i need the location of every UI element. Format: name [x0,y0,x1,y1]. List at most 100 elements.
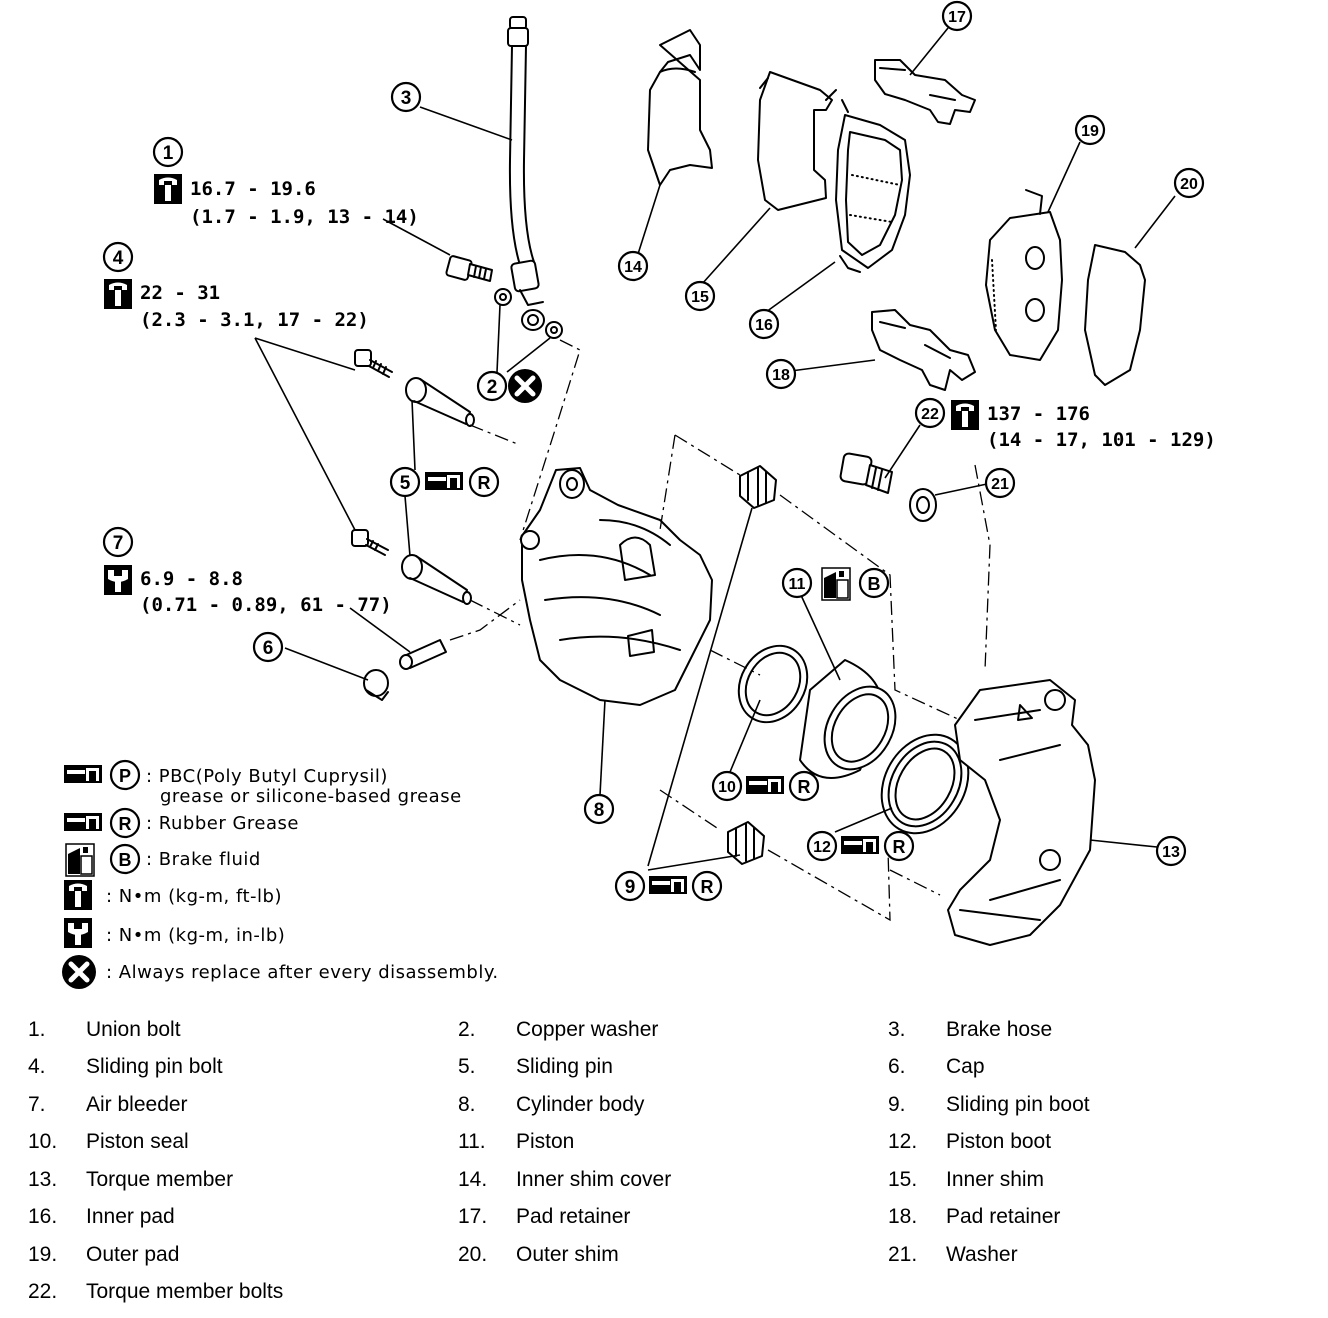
callout-4-number: 4 [113,248,124,269]
part-item: 16. Inner pad [28,1205,458,1229]
grease-icon [746,776,784,794]
sliding-pin-bolt-drawing [351,349,393,556]
callout-4-torque-alt: (2.3 - 3.1, 17 - 22) [140,309,369,331]
legend-torque-inlb: : N•m (kg-m, in-lb) [64,918,285,948]
callout-20: 20 [1173,167,1205,199]
part-item: 12. Piston boot [888,1130,1318,1154]
parts-row: 1.Union bolt 2.Copper washer 3.Brake hos… [28,1011,1318,1049]
air-bleeder-drawing [363,639,447,701]
grease-icon [649,876,687,894]
callout-10: 10 R [711,770,820,802]
part-item: 10.Piston seal [28,1130,458,1154]
callout-7-torque-alt: (0.71 - 0.89, 61 - 77) [140,594,392,616]
callout-21: 21 [984,467,1016,499]
torque-wrench-icon [104,279,132,309]
part-name: Outer shim [516,1242,619,1266]
part-item: 5. Sliding pin [458,1055,888,1079]
part-name: Cap [946,1055,985,1079]
part-item: 13.Torque member [28,1168,458,1192]
union-bolt-drawing [445,255,493,282]
part-item: 4.Sliding pin bolt [28,1055,458,1079]
rubber-grease-symbol: R [701,877,714,897]
callout-11-number: 11 [789,576,806,593]
grease-icon [64,765,102,783]
callout-2-number: 2 [487,377,498,398]
callout-22: 22 137 - 176 (14 - 17, 101 - 129) [914,397,1216,451]
part-number: 9. [888,1092,906,1116]
legend: P : PBC(Poly Butyl Cuprysil) grease or s… [62,759,498,989]
legend-torque-in-text: : N•m (kg-m, in-lb) [106,925,285,946]
part-item: 7.Air bleeder [28,1093,458,1117]
part-number: 22. [28,1280,58,1304]
callout-22-torque-alt: (14 - 17, 101 - 129) [987,429,1216,451]
parts-row: 16. Inner pad 17.Pad retainer 18.Pad reta… [28,1199,1318,1237]
callout-7: 7 6.9 - 8.8 (0.71 - 0.89, 61 - 77) [102,526,392,616]
torque-wrench-icon [154,174,182,204]
grease-icon [841,836,879,854]
parts-row: 4.Sliding pin bolt 5.Sliding pin 6.Cap [28,1049,1318,1087]
callout-3-number: 3 [401,88,412,109]
piston-boot-drawing [880,733,970,835]
part-name: Outer pad [86,1242,180,1266]
callout-1-number: 1 [163,143,174,164]
part-name: Inner pad [86,1205,175,1229]
part-item: 11.Piston [458,1130,888,1154]
parts-row: 19.Outer pad 20.Outer shim 21.Washer [28,1236,1318,1274]
part-number: 16. [28,1205,58,1229]
rubber-grease-symbol: R [478,473,491,493]
leader-lines [254,27,1176,871]
part-number: 21. [888,1242,918,1266]
outer-shim-drawing [1084,244,1146,386]
parts-list: 1.Union bolt 2.Copper washer 3.Brake hos… [28,1011,1318,1311]
callout-21-number: 21 [991,476,1009,493]
callout-16: 16 [748,308,780,340]
part-name: Piston seal [86,1130,189,1154]
part-item: 1.Union bolt [28,1018,458,1042]
legend-fluid-text: : Brake fluid [146,849,261,870]
legend-pbc-line2: grease or silicone-based grease [160,786,462,807]
part-item: 18.Pad retainer [888,1205,1318,1229]
part-item: 17.Pad retainer [458,1205,888,1229]
part-name: Piston boot [946,1130,1052,1154]
callout-6: 6 [252,631,284,663]
callout-17-number: 17 [948,9,966,26]
part-number: 15. [888,1167,918,1191]
parts-row: 7.Air bleeder 8.Cylinder body 9.Sliding … [28,1086,1318,1124]
callout-14: 14 [617,250,649,282]
callout-4: 4 22 - 31 (2.3 - 3.1, 17 - 22) [102,241,369,331]
part-number: 19. [28,1242,58,1266]
part-number: 12. [888,1130,918,1154]
callout-4-torque-nm: 22 - 31 [140,282,220,304]
callout-22-number: 22 [921,406,939,423]
torque-member-bolt-drawing [839,452,937,522]
legend-always-replace: : Always replace after every disassembly… [62,955,498,989]
part-name: Sliding pin [516,1055,613,1079]
always-replace-icon [62,955,96,989]
assembly-lines [449,339,991,922]
callout-12: 12 R [806,830,915,862]
part-item: 2.Copper washer [458,1018,888,1042]
cylinder-body-drawing [520,467,713,706]
parts-drawing [351,16,1146,946]
brake-fluid-icon [65,843,95,877]
callout-5: 5 R [389,466,500,498]
callout-18: 18 [765,358,797,390]
part-number: 5. [458,1055,476,1079]
callout-3: 3 [390,81,422,113]
callout-20-number: 20 [1180,176,1198,193]
part-number: 14. [458,1167,488,1191]
inner-shim-drawing [757,71,837,211]
callout-22-torque-nm: 137 - 176 [987,403,1090,425]
copper-washer-drawing [494,288,563,339]
callout-11: 11 B [781,567,890,601]
callout-1-torque-alt: (1.7 - 1.9, 13 - 14) [190,206,419,228]
legend-pbc-line1: : PBC(Poly Butyl Cuprysil) [146,766,388,787]
part-item: 14.Inner shim cover [458,1168,888,1192]
part-item: 3.Brake hose [888,1018,1318,1042]
callout-10-number: 10 [718,779,736,796]
callout-19-number: 19 [1081,123,1099,140]
part-item: 9.Sliding pin boot [888,1093,1318,1117]
legend-torque-ft-text: : N•m (kg-m, ft-lb) [106,886,282,907]
brake-fluid-symbol: B [119,850,132,870]
grease-icon [425,472,463,490]
